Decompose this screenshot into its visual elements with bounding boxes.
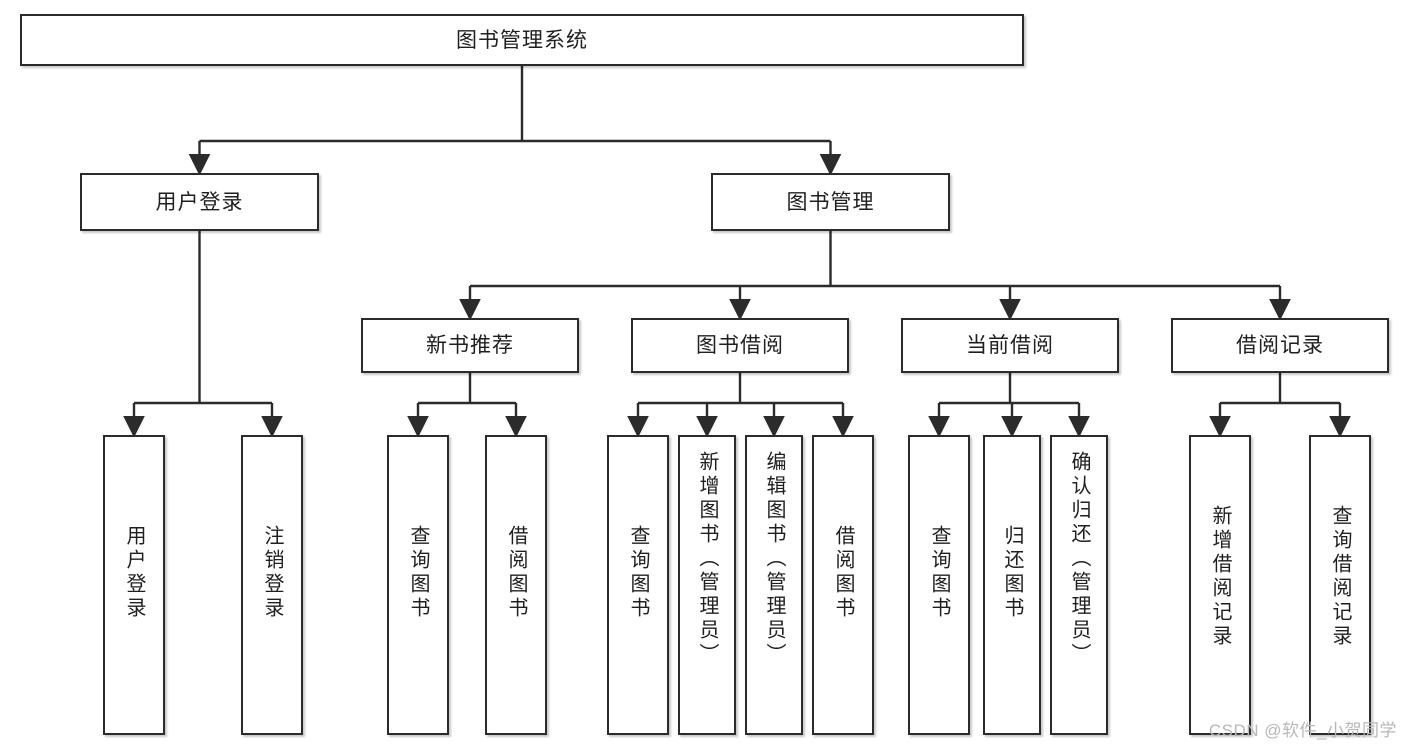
node-borrow[interactable]: 图书借阅 [631,318,849,373]
node-label: 图书借阅 [696,334,784,357]
node-l_edit[interactable]: 编辑图书（管理员） [745,435,803,735]
node-label: 借阅图书 [832,525,854,621]
node-l_add[interactable]: 新增图书（管理员） [678,435,736,735]
node-l_q1[interactable]: 查询图书 [387,435,449,735]
node-label: 用户登录 [123,525,145,621]
node-l_b2[interactable]: 借阅图书 [812,435,874,735]
node-bookmgmt[interactable]: 图书管理 [711,173,950,231]
node-l_login[interactable]: 用户登录 [103,435,165,735]
node-label: 查询图书 [627,525,649,621]
watermark: CSDN @软件_小贺同学 [1208,721,1397,740]
node-l_q3[interactable]: 查询图书 [908,435,970,735]
node-label: 注销登录 [261,525,283,621]
node-l_conf[interactable]: 确认归还（管理员） [1050,435,1108,735]
node-l_logout[interactable]: 注销登录 [241,435,303,735]
node-label: 图书管理 [786,190,875,214]
node-label: 借阅记录 [1236,334,1324,357]
node-records[interactable]: 借阅记录 [1171,318,1389,373]
node-label: 当前借阅 [966,334,1054,357]
node-l_b1[interactable]: 借阅图书 [485,435,547,735]
node-label: 用户登录 [155,190,244,214]
node-l_q2[interactable]: 查询图书 [607,435,669,735]
node-l_qrec[interactable]: 查询借阅记录 [1309,435,1371,735]
node-root[interactable]: 图书管理系统 [20,14,1024,66]
node-l_ret[interactable]: 归还图书 [983,435,1041,735]
node-label: 查询图书 [928,525,950,621]
node-login[interactable]: 用户登录 [80,173,319,231]
node-label: 图书管理系统 [456,28,588,52]
node-label: 新书推荐 [426,334,514,357]
node-current[interactable]: 当前借阅 [901,318,1119,373]
node-label: 编辑图书（管理员） [763,451,785,667]
node-l_addrec[interactable]: 新增借阅记录 [1189,435,1251,735]
node-label: 新增借阅记录 [1209,505,1231,649]
node-label: 查询图书 [407,525,429,621]
node-newbook[interactable]: 新书推荐 [361,318,579,373]
node-label: 借阅图书 [505,525,527,621]
node-label: 查询借阅记录 [1329,505,1351,649]
node-label: 确认归还（管理员） [1068,451,1090,667]
node-label: 归还图书 [1001,525,1023,621]
node-label: 新增图书（管理员） [696,451,718,667]
